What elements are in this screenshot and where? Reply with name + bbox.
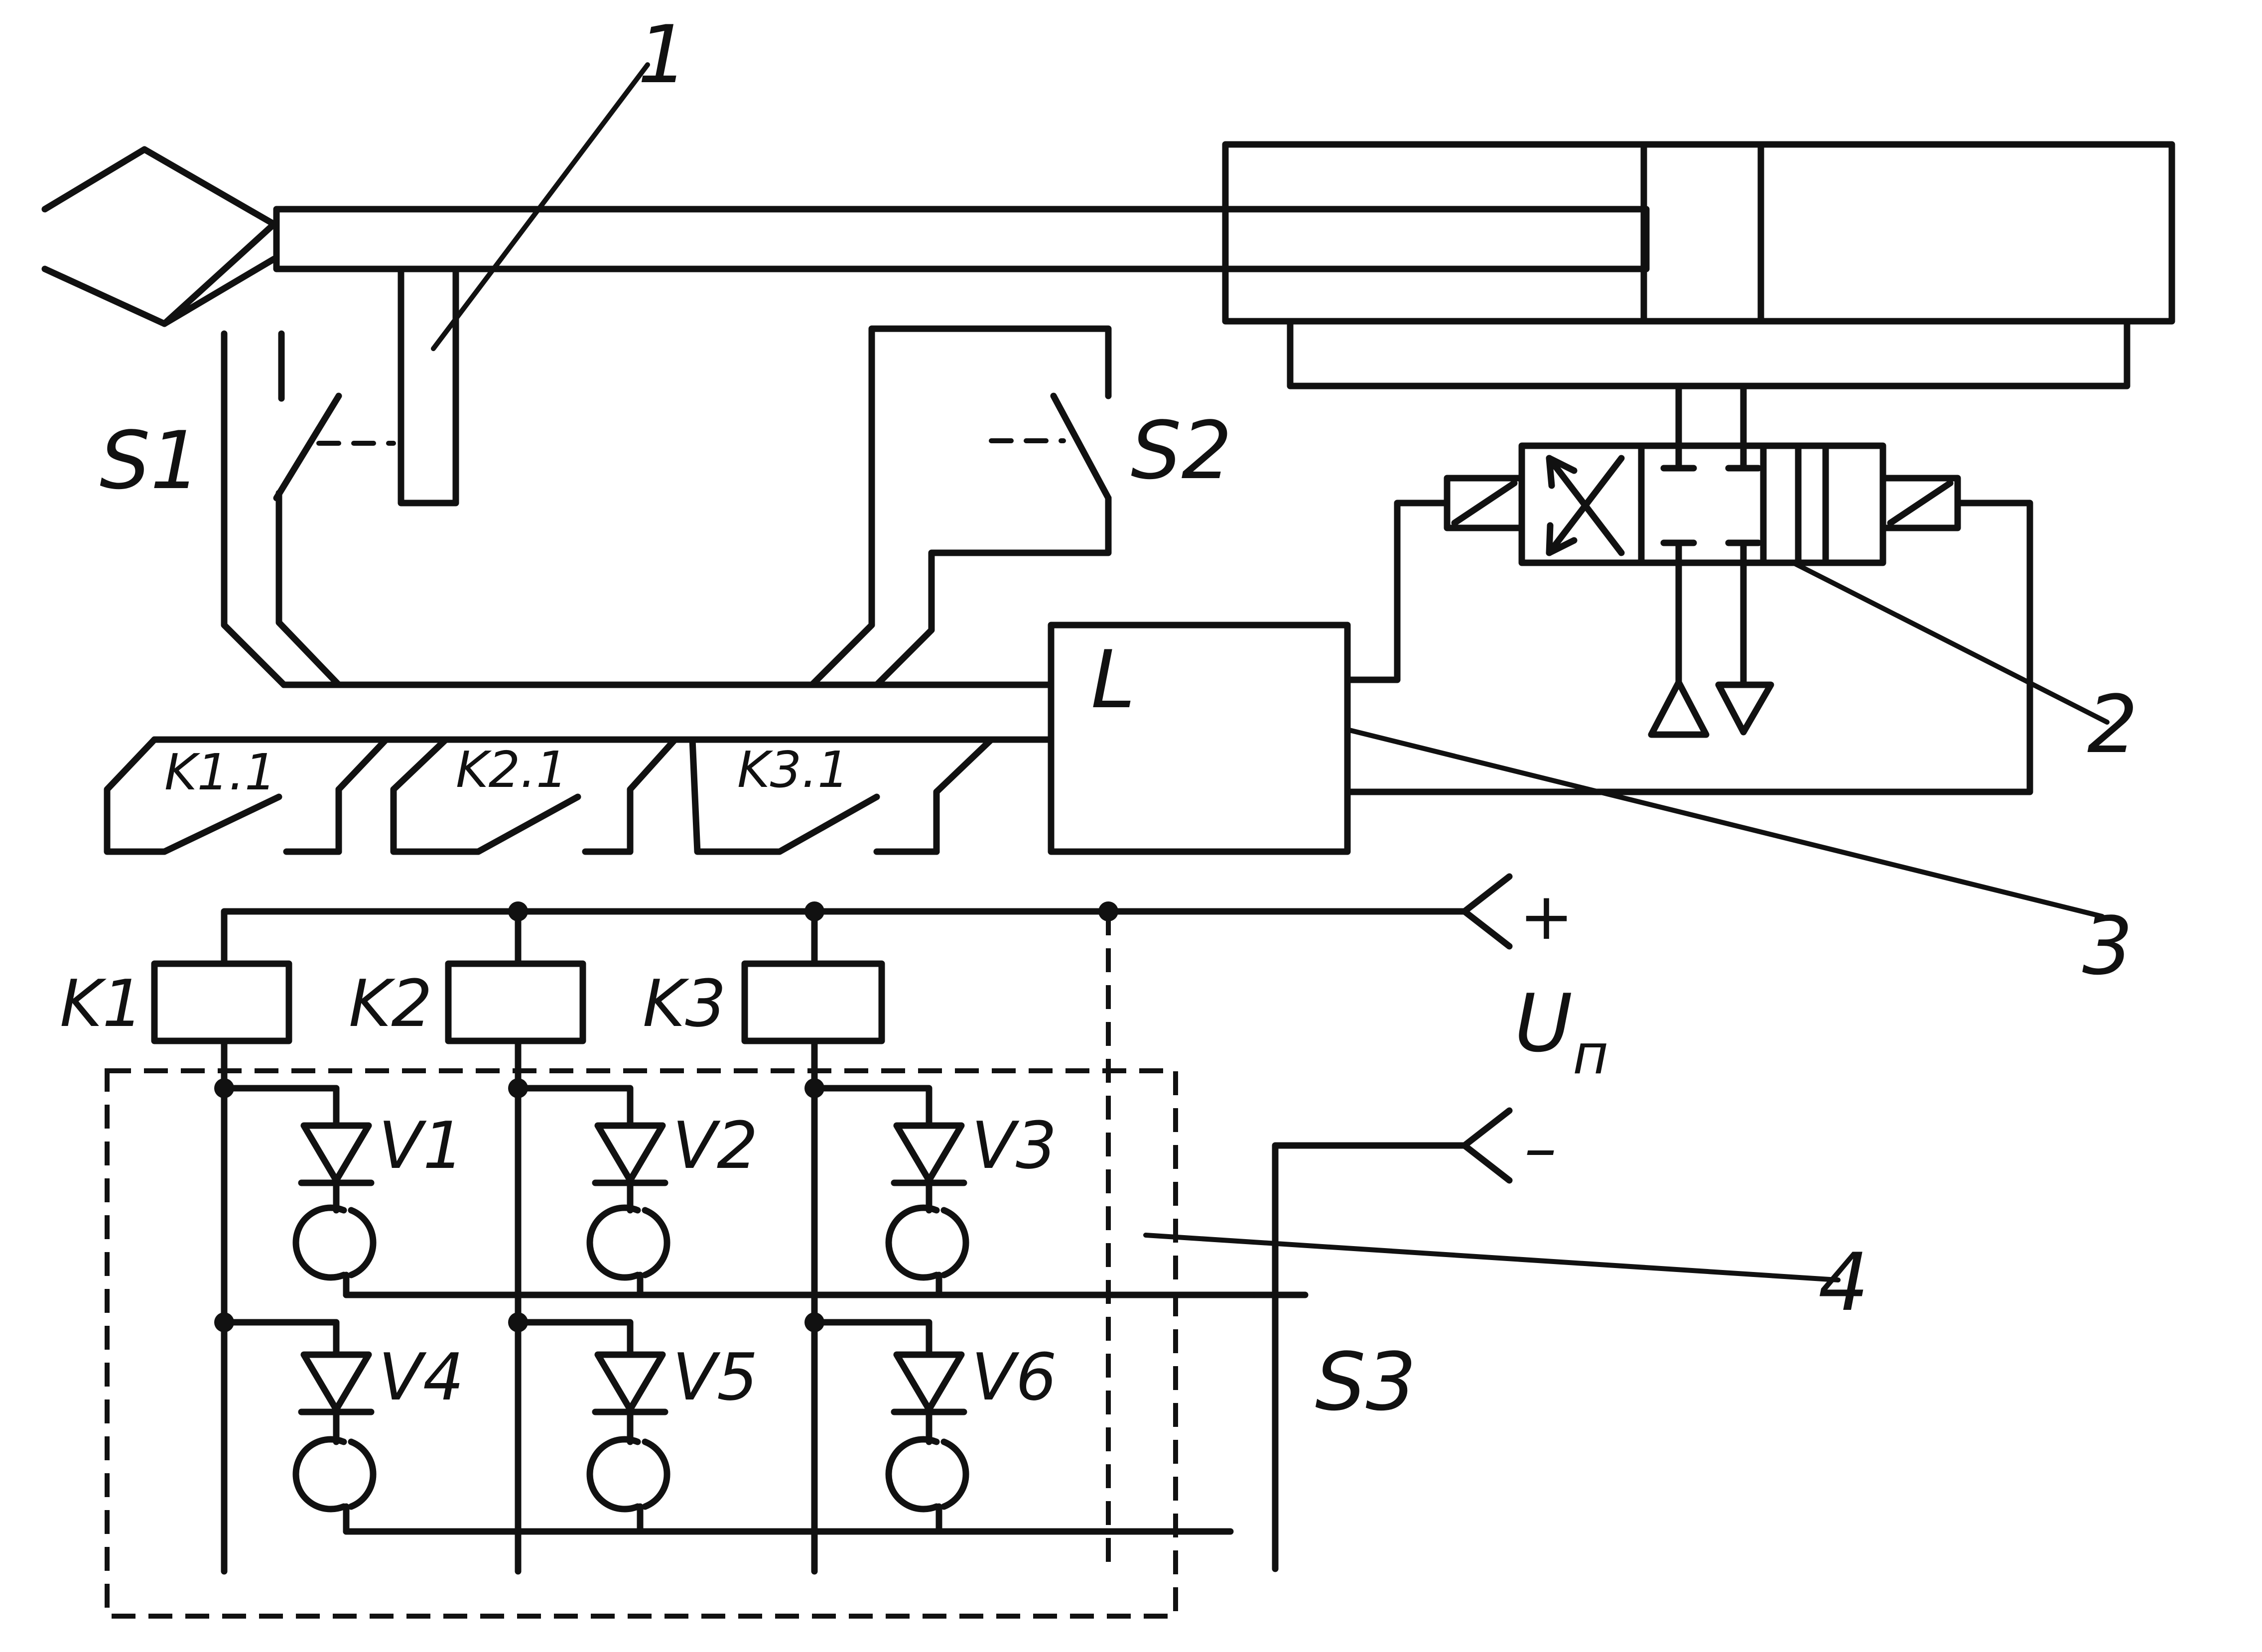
- contacts-kx1: [104, 736, 1055, 855]
- wire-l-solenoid-right: [1344, 500, 2033, 795]
- feed-v6: [811, 1319, 932, 1358]
- relay-k3-label: K3: [643, 966, 726, 1041]
- callout-2-leader: [1791, 560, 2110, 725]
- wire-l-solenoid-left: [1344, 500, 1451, 683]
- contact-k2-1-label: K2.1: [456, 741, 568, 799]
- diode-v4: [292, 1351, 377, 1535]
- diode-v5: [586, 1351, 670, 1535]
- diode-v6-label: V6: [971, 1339, 1057, 1415]
- gripper-jaws: [41, 146, 277, 327]
- diode-v3: [885, 1122, 969, 1298]
- diode-v1: [292, 1122, 377, 1298]
- relay-coil-k1: [151, 960, 292, 1044]
- callout-3-leader: [1345, 727, 2105, 919]
- callout-4-label: 4: [1818, 1236, 1869, 1329]
- diode-v2-label: V2: [672, 1108, 758, 1183]
- diode-v3-label: V3: [971, 1108, 1057, 1183]
- minus-terminal-label: –: [1524, 1110, 1557, 1186]
- relay-k1-label: K1: [60, 966, 143, 1041]
- feed-v5: [515, 1319, 634, 1358]
- cam-actuator-1: [398, 265, 459, 507]
- diode-v4-label: V4: [379, 1339, 464, 1415]
- relay-coil-k2: [445, 960, 586, 1044]
- diode-v1-label: V1: [379, 1108, 464, 1183]
- switch-s3: [1253, 1107, 1513, 1572]
- logic-block-label: L: [1091, 633, 1135, 726]
- pressure-source-icon: [1648, 679, 1710, 738]
- contact-k3-1-label: K3.1: [737, 741, 849, 799]
- feed-v4: [221, 1319, 340, 1358]
- contact-k1-1-label: K1.1: [164, 743, 276, 801]
- relay-k2-label: K2: [349, 966, 432, 1041]
- switch-s2-label: S2: [1131, 404, 1232, 497]
- diode-v5-label: V5: [672, 1339, 758, 1415]
- selector-module-4-outline: [105, 1068, 1178, 1619]
- relay-coil-k3: [741, 960, 885, 1044]
- switch-s1-label: S1: [100, 414, 201, 507]
- switch-s1: [221, 330, 396, 688]
- positive-supply-rail: [221, 873, 1513, 967]
- directional-valve-2: [1444, 442, 1961, 686]
- callout-1-leader: [431, 62, 650, 351]
- feed-v1: [221, 1085, 340, 1129]
- supply-voltage-label: Uп: [1514, 977, 1608, 1086]
- tank-return-icon: [1715, 681, 1774, 736]
- diode-v6: [885, 1351, 969, 1535]
- switch-s2: [808, 325, 1112, 688]
- callout-4-leader: [1143, 1233, 1841, 1282]
- callout-2-label: 2: [2087, 678, 2138, 771]
- hydraulic-cylinder: [1222, 141, 2175, 454]
- diode-v2: [586, 1122, 670, 1298]
- switch-s3-label: S3: [1315, 1335, 1416, 1428]
- feed-v3: [811, 1085, 932, 1129]
- callout-1-label: 1: [638, 8, 688, 101]
- plus-terminal-label: +: [1519, 879, 1574, 954]
- piston-rod: [273, 206, 1650, 272]
- callout-3-label: 3: [2082, 899, 2133, 993]
- feed-v2: [515, 1085, 634, 1129]
